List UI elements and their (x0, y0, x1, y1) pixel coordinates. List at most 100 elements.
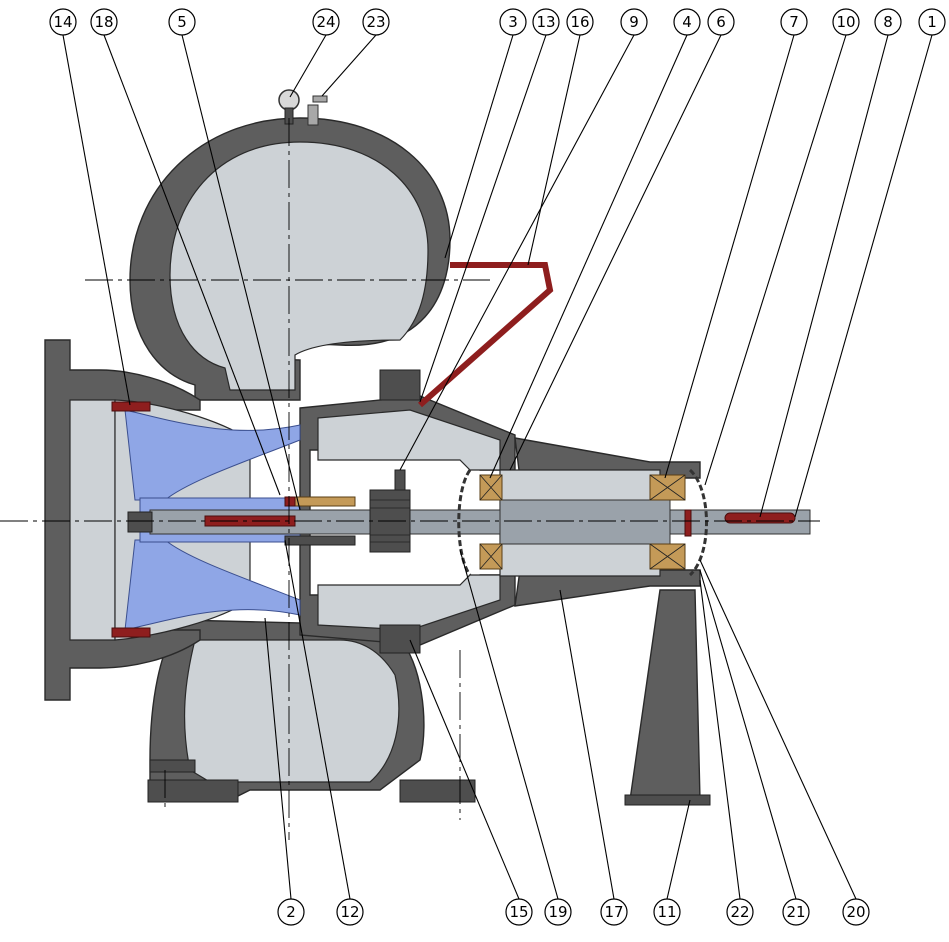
callout-number: 23 (366, 13, 385, 31)
callout-bubble (832, 8, 860, 36)
callout-bubble (918, 8, 946, 36)
callout-number: 9 (629, 13, 639, 31)
callout-23: 23 (362, 8, 390, 36)
leader-lines (62, 34, 933, 900)
callout-4: 4 (673, 8, 701, 36)
leader-line-14 (62, 34, 131, 406)
callout-17: 17 (600, 898, 628, 926)
bearings (479, 474, 686, 570)
leader-line-24 (289, 34, 327, 98)
callout-number: 11 (657, 903, 676, 921)
callout-3: 3 (499, 8, 527, 36)
callout-18: 18 (90, 8, 118, 36)
callout-bubble (673, 8, 701, 36)
leader-line-20 (699, 559, 857, 900)
callout-bubble (600, 898, 628, 926)
callout-16: 16 (566, 8, 594, 36)
leader-line-16 (527, 34, 581, 266)
flush-pipe (418, 262, 554, 408)
leader-line-18 (103, 34, 281, 496)
leader-line-23 (321, 34, 377, 97)
callout-5: 5 (168, 8, 196, 36)
vent-plug (307, 95, 328, 126)
shaft (127, 499, 811, 545)
callout-22: 22 (726, 898, 754, 926)
callout-19: 19 (544, 898, 572, 926)
callout-number: 7 (789, 13, 799, 31)
support-foot (624, 589, 711, 806)
callout-number: 2 (286, 903, 296, 921)
callout-1: 1 (918, 8, 946, 36)
callout-number: 13 (536, 13, 555, 31)
leader-line-13 (419, 34, 547, 403)
leader-line-12 (284, 539, 351, 900)
callout-bubble (362, 8, 390, 36)
callout-number: 19 (548, 903, 567, 921)
centerlines (0, 118, 820, 840)
leader-line-5 (181, 34, 301, 511)
callout-bubble (620, 8, 648, 36)
bearing-covers (457, 468, 708, 577)
volute-casing (129, 117, 451, 801)
leader-line-19 (459, 549, 559, 900)
callout-6: 6 (707, 8, 735, 36)
callout-24: 24 (312, 8, 340, 36)
callout-number: 12 (340, 903, 359, 921)
leader-line-7 (664, 34, 795, 479)
leader-line-17 (559, 589, 615, 900)
leader-line-10 (704, 34, 847, 486)
callout-bubble (874, 8, 902, 36)
callout-number: 10 (836, 13, 855, 31)
callout-number: 20 (846, 903, 865, 921)
callout-7: 7 (780, 8, 808, 36)
callout-21: 21 (782, 898, 810, 926)
callout-number: 22 (730, 903, 749, 921)
callout-9: 9 (620, 8, 648, 36)
callout-20: 20 (842, 898, 870, 926)
callout-bubble (726, 898, 754, 926)
callout-number: 8 (883, 13, 893, 31)
wear-rings (111, 401, 151, 638)
leader-line-22 (699, 579, 741, 900)
callout-12: 12 (336, 898, 364, 926)
leader-line-21 (699, 569, 797, 900)
callout-number: 14 (53, 13, 72, 31)
stuffing-box-housing (299, 395, 516, 646)
callout-8: 8 (874, 8, 902, 36)
callout-number: 17 (604, 903, 623, 921)
leader-line-1 (794, 34, 933, 518)
callout-10: 10 (832, 8, 860, 36)
callout-bubble (532, 8, 560, 36)
callout-bubble (566, 8, 594, 36)
callout-number: 5 (177, 13, 187, 31)
leader-line-8 (759, 34, 889, 518)
callout-number: 15 (509, 903, 528, 921)
callout-15: 15 (505, 898, 533, 926)
callout-number: 3 (508, 13, 518, 31)
callout-bubble (168, 8, 196, 36)
callout-bubble (312, 8, 340, 36)
callout-14: 14 (49, 8, 77, 36)
callout-number: 6 (716, 13, 726, 31)
leader-line-9 (399, 34, 635, 471)
callout-bubble (842, 898, 870, 926)
callout-number: 21 (786, 903, 805, 921)
leader-line-4 (489, 34, 688, 479)
callout-bubble (90, 8, 118, 36)
callout-number: 4 (682, 13, 692, 31)
packing (369, 469, 411, 553)
callout-bubble (499, 8, 527, 36)
leader-line-11 (666, 799, 691, 900)
leader-line-6 (509, 34, 722, 471)
callout-bubble (49, 8, 77, 36)
callout-bubble (544, 898, 572, 926)
callout-number: 18 (94, 13, 113, 31)
leader-line-2 (264, 617, 292, 900)
callout-bubble (336, 898, 364, 926)
callout-bubble (782, 898, 810, 926)
callout-bubble (277, 898, 305, 926)
callout-number: 1 (927, 13, 937, 31)
callout-bubble (707, 8, 735, 36)
